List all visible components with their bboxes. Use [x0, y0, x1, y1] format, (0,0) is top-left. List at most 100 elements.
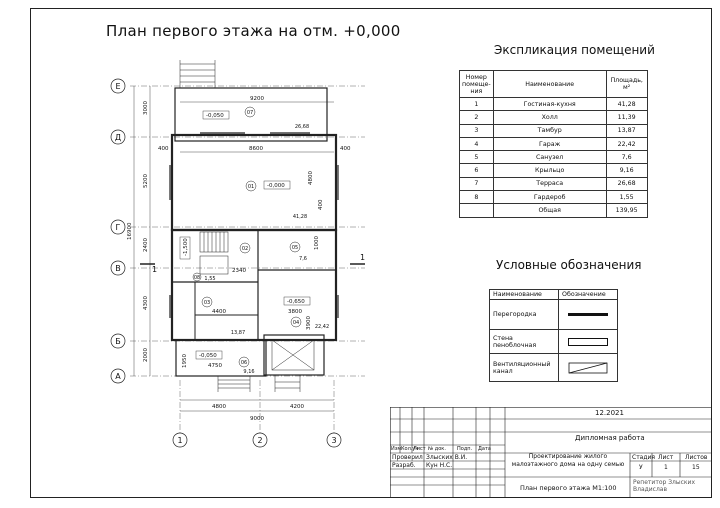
cell: Гостиная-кухня: [492, 96, 607, 112]
cell: Холл: [492, 110, 607, 125]
level-mark: -1,500: [183, 238, 189, 256]
stamp-work: Дипломная работа: [575, 434, 645, 442]
axis-number: 3: [331, 436, 336, 445]
legend-label: Вентиляционный канал: [489, 353, 559, 382]
cell: 4: [459, 136, 494, 152]
cell: 9,16: [605, 163, 648, 178]
stamp-sheet-title: План первого этажа М1:100: [520, 484, 617, 492]
dim-label: 3800: [288, 309, 302, 315]
room-area: 9,16: [243, 369, 254, 375]
cell: 5: [459, 150, 494, 165]
legend-row: Стена пеноблочная: [489, 329, 618, 354]
dim-label: 9000: [250, 416, 264, 422]
col-header: Площадь, м²: [605, 70, 648, 98]
room-number: 06: [241, 360, 247, 366]
dim-label: 400: [340, 146, 351, 152]
cell: 22,42: [605, 136, 648, 152]
title-block: 12.2021 Дипломная работа Проектирование …: [390, 407, 712, 498]
room-number: 07: [247, 110, 253, 116]
cell: 7: [459, 176, 494, 192]
axis-letter: Е: [115, 82, 120, 91]
dim-label: 4800: [212, 404, 226, 410]
room-number: 04: [293, 320, 299, 326]
room-area: 1,55: [204, 276, 215, 282]
stamp-stage-value: 15: [692, 464, 700, 471]
cell: Терраса: [492, 176, 607, 192]
dim-label: 16900: [127, 222, 133, 240]
room-area: 13,87: [231, 330, 245, 336]
axis-letter: Б: [115, 337, 121, 346]
room-area: 7,6: [299, 256, 307, 262]
stamp-stage-value: У: [639, 464, 643, 471]
stamp-col: Подп.: [457, 446, 473, 452]
room-number: 01: [248, 184, 254, 190]
stamp-col: № док.: [428, 446, 446, 452]
stamp-stage-header: Лист: [658, 454, 674, 461]
cell: 7,6: [605, 150, 648, 165]
explication-table: Номер помеще-ния Наименование Площадь, м…: [459, 70, 648, 218]
level-mark: -0,050: [206, 113, 224, 119]
cell: Санузел: [492, 150, 607, 165]
col-header: Номер помеще-ния: [459, 70, 494, 98]
cell: Крыльцо: [492, 163, 607, 178]
section-mark: 1: [360, 253, 365, 262]
axis-letter: А: [115, 372, 121, 381]
watermark: Репетитор Злыских Владислав: [633, 479, 695, 493]
dim-label: 2340: [232, 268, 246, 274]
room-area: 26,68: [295, 124, 309, 130]
axis-bubble: [110, 78, 126, 94]
dim-label: 4300: [143, 296, 149, 310]
table-header-row: Номер помеще-ния Наименование Площадь, м…: [459, 70, 648, 98]
stamp-col: Лист: [413, 446, 426, 452]
dim-label: 400: [158, 146, 169, 152]
level-mark: -0,050: [199, 353, 217, 359]
cell: Гараж: [492, 136, 607, 152]
stamp-person: Кун Н.С.: [426, 462, 453, 469]
legend-row: Перегородка: [489, 299, 618, 330]
foam-block-wall-symbol: [558, 329, 618, 354]
dim-label: 1000: [314, 236, 320, 250]
cell: Общая: [492, 203, 607, 218]
col-header: Наименование: [489, 289, 559, 300]
plan-title: План первого этажа на отм. +0,000: [106, 22, 401, 40]
legend-title: Условные обозначения: [496, 258, 642, 272]
stamp-person: Злыских В.И.: [426, 454, 468, 461]
col-header: Наименование: [492, 70, 607, 98]
cell: 11,39: [605, 110, 648, 125]
dim-label: 4750: [208, 363, 222, 369]
cell: 8: [459, 190, 494, 205]
level-mark: -0,000: [267, 183, 285, 189]
cell: 13,87: [605, 123, 648, 138]
legend-label: Перегородка: [489, 299, 559, 330]
dim-label: 5200: [143, 174, 149, 188]
cell: 3: [459, 123, 494, 138]
section-mark: 1: [152, 265, 157, 274]
room-number: 08: [194, 275, 200, 281]
vent-channel-symbol: [558, 353, 618, 382]
dim-label: 1950: [182, 354, 188, 368]
dim-label: 8600: [249, 146, 263, 152]
room-number: 02: [242, 246, 248, 252]
legend-label: Стена пеноблочная: [489, 329, 559, 354]
cell: 41,28: [605, 96, 648, 112]
stamp-role: Разраб.: [392, 462, 416, 469]
explication-title: Экспликация помещений: [494, 43, 655, 57]
stamp-col: Дата: [478, 446, 491, 452]
cell: 139,95: [605, 203, 648, 218]
cell: 1: [459, 96, 494, 112]
dim-label: 3000: [143, 101, 149, 115]
axis-letter: В: [115, 264, 121, 273]
cell: Тамбур: [492, 123, 607, 138]
dim-label: 9200: [250, 96, 264, 102]
stamp-col: Кол.уч: [401, 446, 419, 452]
dim-label: 3900: [306, 316, 312, 330]
dim-label: 400: [318, 199, 324, 210]
cell: 1,55: [605, 190, 648, 205]
